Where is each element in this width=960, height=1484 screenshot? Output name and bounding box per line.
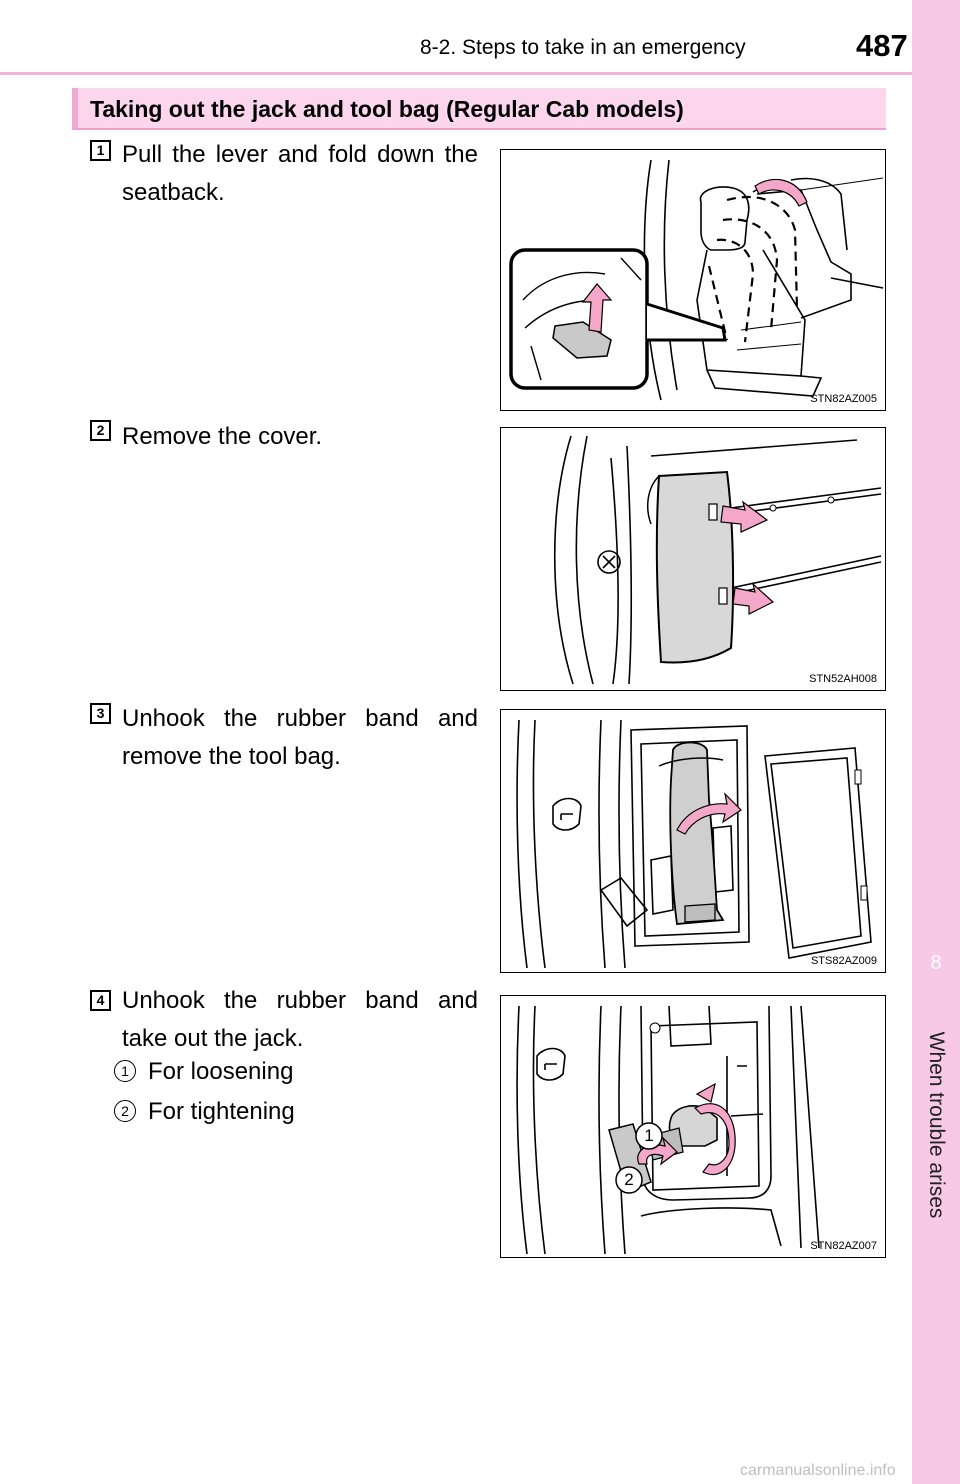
sub-item-number: 1 [114, 1060, 136, 1082]
sub-item-tightening: 2 For tightening [114, 1098, 295, 1126]
figure-code: STN82AZ007 [810, 1240, 877, 1252]
chapter-label-text: When trouble arises [925, 1031, 948, 1219]
page-header-title: 8-2. Steps to take in an emergency [420, 36, 746, 59]
sub-item-number: 2 [114, 1100, 136, 1122]
watermark: carmanualsonline.info [740, 1462, 896, 1479]
figure-code: STN52AH008 [809, 673, 877, 685]
page-number: 487 [856, 28, 908, 63]
figure-code: STN82AZ005 [810, 393, 877, 405]
figure-tool-bag: STS82AZ009 [500, 709, 886, 973]
figure-seat-lever: STN82AZ005 [500, 149, 886, 411]
step-1-badge: 1 [90, 140, 111, 161]
callout-tightening: 2 [624, 1170, 634, 1189]
step-4-text: Unhook the rubber band and take out the … [122, 987, 478, 1052]
seat-lever-illustration [509, 159, 884, 401]
sub-item-loosening: 1 For loosening [114, 1058, 293, 1086]
step-4-badge: 4 [90, 990, 111, 1011]
chapter-label: When trouble arises [918, 1020, 954, 1230]
step-3-badge: 3 [90, 703, 111, 724]
tool-bag-illustration [516, 719, 872, 969]
figure-code: STS82AZ009 [810, 955, 877, 967]
sub-item-text: For loosening [148, 1058, 294, 1085]
chapter-side-tab [912, 0, 960, 1484]
header-divider [0, 72, 912, 75]
section-header-bar [72, 88, 886, 130]
figure-jack: 1 2 STN82AZ007 [500, 995, 886, 1258]
cover-removal-illustration [553, 435, 882, 685]
chapter-number: 8 [930, 952, 942, 974]
jack-illustration [516, 1005, 820, 1255]
sub-item-text: For tightening [148, 1098, 295, 1125]
figure-cover-removal: STN52AH008 [500, 427, 886, 691]
step-1-text: Pull the lever and fold down the seatbac… [122, 141, 478, 206]
step-2-text: Remove the cover. [122, 423, 323, 450]
section-title: Taking out the jack and tool bag (Regula… [90, 96, 684, 122]
step-2-badge: 2 [90, 420, 111, 441]
callout-loosening: 1 [644, 1126, 654, 1145]
step-3-text: Unhook the rubber band and remove the to… [122, 705, 478, 770]
